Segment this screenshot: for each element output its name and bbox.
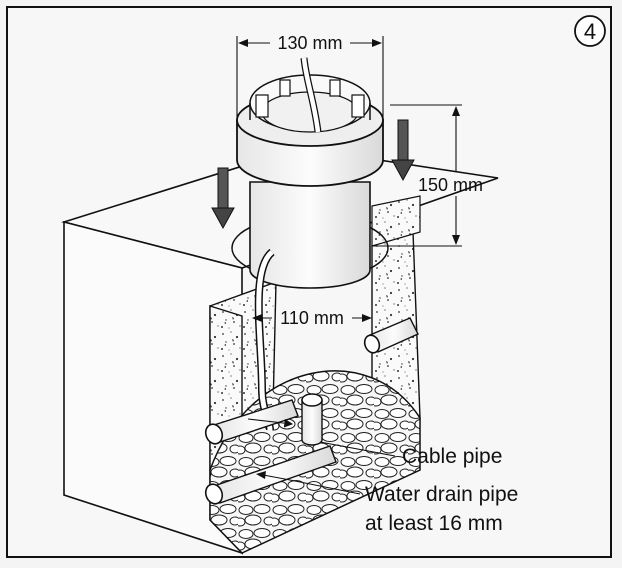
label-water-drain-line1: Water drain pipe [365,483,518,506]
leader-water-drain [256,471,361,495]
insert-arrow-right [391,119,415,182]
leader-cable-pipe [247,418,396,457]
water-drain-pipe [204,445,337,505]
label-cable-pipe: Cable pipe [402,445,502,468]
mount-clip [351,94,365,118]
dimension-150 [372,104,462,247]
dimension-130 [236,36,384,118]
cable-pipe [301,393,323,446]
mount-clip [279,79,291,97]
step-badge [574,15,606,47]
step-number: 4 [584,19,596,44]
label-110mm: 110 mm [280,308,344,328]
drain-pipe-middle [204,399,299,445]
housing-cylinder [249,181,371,289]
ring-wall [249,103,371,120]
drain-pipe-upper [363,317,419,354]
label-130mm: 130 mm [277,33,342,53]
mount-clip [255,94,269,118]
mount-clip [329,79,341,97]
label-water-drain-line2: at least 16 mm [365,512,503,535]
insert-arrow-left [211,167,235,230]
dimension-110 [252,314,372,322]
concrete-right-top [371,195,421,247]
label-150mm: 150 mm [418,175,483,195]
